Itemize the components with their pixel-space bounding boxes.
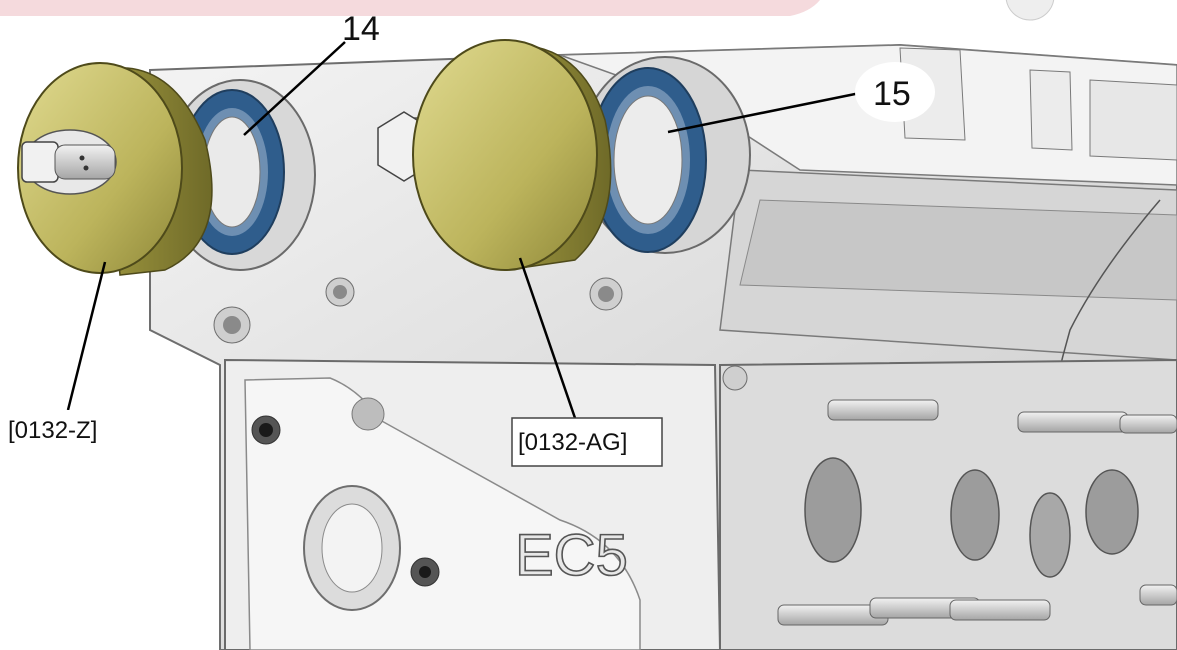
label-0132-z: [0132-Z]	[8, 417, 97, 444]
callout-14: 14	[342, 10, 380, 48]
callout-15: 15	[873, 75, 911, 113]
leader-14	[243, 41, 346, 136]
banner-corner-circle	[1005, 0, 1055, 21]
callout-15-bubble	[855, 62, 935, 122]
label-0132-ag: [0132-AG]	[518, 429, 627, 456]
tool-0132-z	[17, 62, 213, 276]
leader-0132-z	[66, 261, 107, 411]
label-0132-ag-bg	[511, 417, 663, 467]
engine-marking: EC5	[515, 523, 628, 588]
leader-0132-ag	[518, 257, 577, 419]
cylinder-head	[149, 43, 1177, 650]
leader-lines	[66, 41, 866, 419]
top-banner	[0, 0, 820, 16]
seal-ring-15	[579, 56, 751, 254]
tool-0132-ag	[377, 39, 612, 271]
leader-15	[667, 90, 866, 134]
label-0132-z-bg	[4, 410, 116, 446]
